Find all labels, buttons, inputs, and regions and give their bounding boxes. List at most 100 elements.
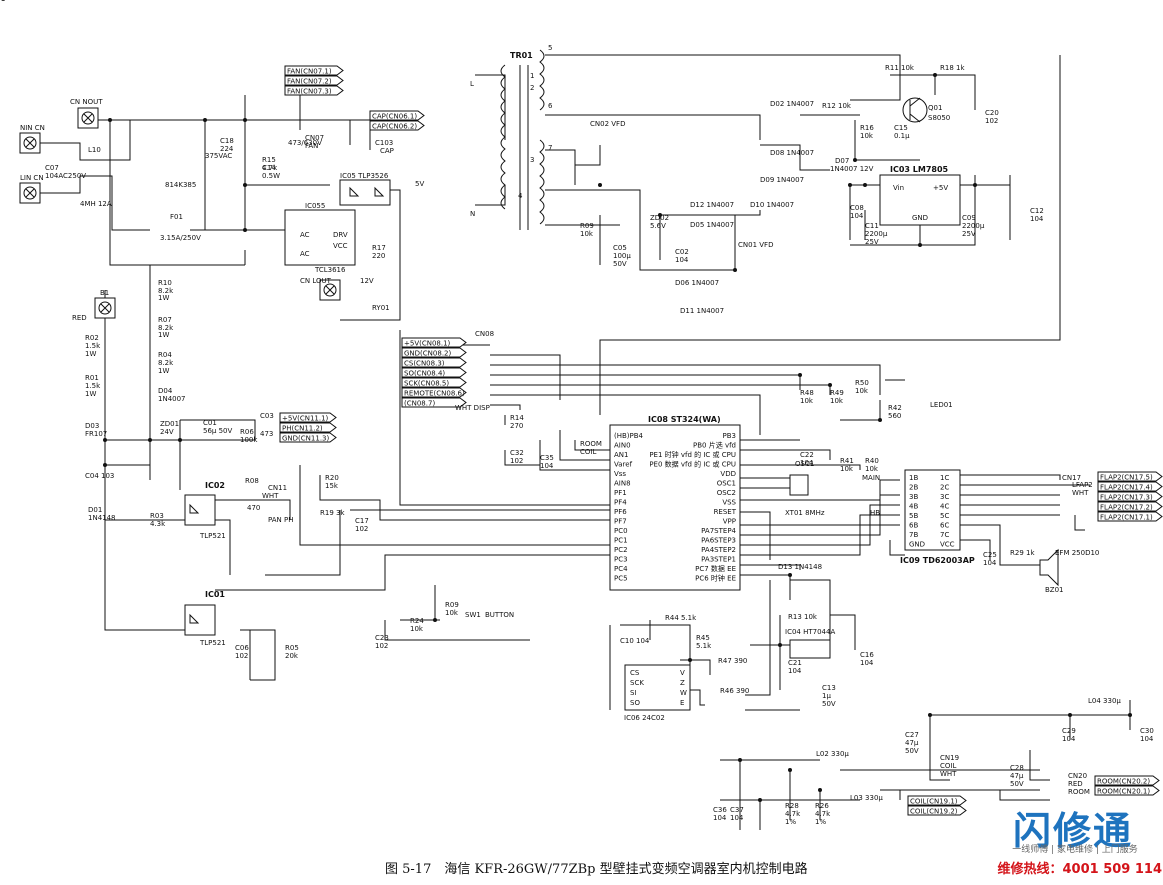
part-label-9: 375VAC [205,152,232,160]
ic02-block: IC02 TLP521 [184,481,226,540]
watermark-brand: 闪修通 [1012,809,1133,853]
part-label-33: D04 [158,387,173,395]
ic06-pin-e: E [680,699,684,707]
part-label-24: R10 [158,279,172,287]
part-label-118: CN08 [475,330,494,338]
lin-connector: LIN CN [19,174,44,204]
part-label-138: 104 [800,459,814,467]
part-label-125: 104 [540,462,554,470]
part-label-100: R11 10k [885,64,915,72]
flap-tag-4: FLAP2(CN17.1) [1100,514,1153,522]
part-label-173: 104 [1140,735,1154,743]
part-label-101: R18 1k [940,64,965,72]
part-label-103: 10k [860,132,874,140]
ic08-title: IC08 ST324(WA) [648,415,721,424]
part-label-74: R09 [445,601,459,609]
part-label-58: 15k [325,482,339,490]
part-label-16: FAN [305,142,318,150]
watermark-tagline: 一线师傅 | 家电维修 | 上门服务 [1012,845,1138,855]
part-label-4: F01 [170,213,183,221]
part-label-201: 2 [530,84,534,92]
ic08-right-pin-5: VDD [720,470,736,478]
cn11-tag-1-flag [279,422,337,433]
ic09-left-pin-7: 7B [909,531,918,539]
flap-tag-4-flag [1097,511,1163,522]
fan-tag-2-flag [284,85,344,96]
part-label-31: 8.2k [158,359,174,367]
part-label-55: WHT [262,492,279,500]
part-label-124: C35 [540,454,554,462]
part-label-164: R44 5.1k [665,614,697,622]
part-label-139: R41 [840,457,854,465]
room-tags: ROOM(CN20.2)ROOM(CN20.1) [1094,775,1160,796]
part-label-107: 102 [985,117,998,125]
ic01-title: IC01 [205,590,225,599]
part-label-61: 102 [355,525,368,533]
part-label-206: 7 [548,144,552,152]
ic08-left-pin-11: PC0 [614,527,628,535]
part-label-179: WHT [940,770,957,778]
coil-tag-0: COIL(CN19.1) [910,798,958,806]
part-label-208: 9 [1,0,5,3]
part-label-169: L04 330μ [1088,697,1121,705]
ic09-right-pin-7: 7C [940,531,949,539]
ic06-pin-z: Z [680,679,685,687]
part-label-98: 1N4007 12V [830,165,874,173]
part-label-20: 220 [372,252,385,260]
part-label-200: 1 [530,72,534,80]
part-label-160: C13 [822,684,836,692]
room-tag-0: ROOM(CN20.2) [1097,778,1150,786]
part-label-202: 3 [530,156,534,164]
flap-tag-0: FLAP2(CN17.5) [1100,474,1153,482]
part-label-195: R26 [815,802,829,810]
ic08-right-pin-16: PC6 时钟 EE [695,574,736,583]
part-label-136: 560 [888,412,901,420]
cn08-tag-4: SCK(CN08.5) [404,380,449,388]
coil-tag-0-flag [907,795,967,806]
part-label-180: L02 330μ [816,750,849,758]
cn08-tag-5-flag [401,387,467,398]
ic09-left-pin-3: 3B [909,493,918,501]
part-label-171: 104 [1062,735,1076,743]
part-label-196: 4.7k [815,810,831,818]
part-label-122: C32 [510,449,524,457]
part-label-45: 24V [160,428,174,436]
part-label-155: R13 10k [788,613,818,621]
part-label-68: R05 [285,644,299,652]
part-label-66: C06 [235,644,249,652]
part-label-22: 12V [360,277,374,285]
part-label-108: C08 [850,204,864,212]
ic08-right-pin-15: PC7 数据 EE [695,564,736,573]
ic06-block: CS SCK SI SO V Z W E IC06 24C02 [624,664,691,722]
part-label-170: C29 [1062,727,1076,735]
part-label-10: R15 [262,156,276,164]
fan-tag-2: FAN(CN07.3) [287,88,332,96]
ic08-right-pin-7: OSC2 [717,489,736,497]
coil-tag-1: COIL(CN19.2) [910,808,958,816]
part-label-157: 104 [788,667,802,675]
flap-tags: FLAP2(CN17.5)FLAP2(CN17.4)FLAP2(CN17.3)F… [1097,471,1163,522]
part-label-8: 224 [220,145,234,153]
ic08-left-pin-3: AN1 [614,451,628,459]
ic08-right-pin-6: OSC1 [717,480,736,488]
q01-part: S8050 [928,114,950,122]
part-label-71: 102 [375,642,388,650]
part-label-69: 20k [285,652,299,660]
part-label-79: R09 [580,222,594,230]
input-connectors: NIN CN LIN CN CN NOUT CN LOUT B1 RED [19,98,341,322]
part-label-120: R14 [510,414,524,422]
ic02-title: IC02 [205,481,225,490]
part-label-21: RY01 [372,304,390,312]
ic08-left-pin-1: (HB)PB4 [614,432,644,440]
ic08-left-pin-5: Vss [614,470,626,478]
ic08-left-pin-7: PF1 [614,489,627,497]
part-label-172: C30 [1140,727,1154,735]
b1-label: B1 [100,289,109,297]
fan-tags: FAN(CN07.1)FAN(CN07.2)FAN(CN07.3) [284,65,344,96]
part-label-146: C25 [983,551,997,559]
ic08-left-pin-13: PC2 [614,546,628,554]
part-label-73: 10k [410,625,424,633]
fan-tag-1-flag [284,75,344,86]
ic08-left-pin-4: Varef [614,461,633,469]
